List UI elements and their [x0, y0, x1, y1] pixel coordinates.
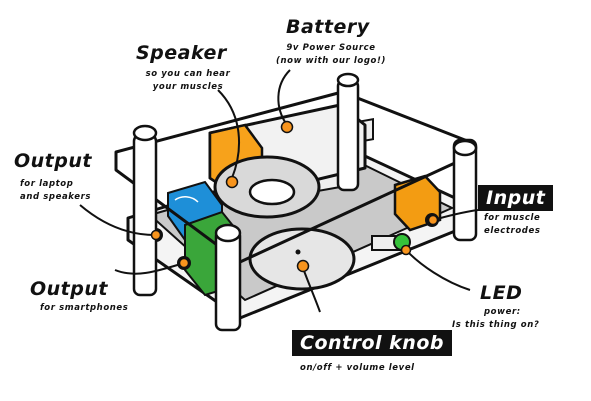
- speaker-title: Speaker: [136, 42, 227, 64]
- output-laptop-title: Output: [14, 150, 92, 172]
- control-knob-title: Control knob: [292, 330, 452, 356]
- speaker-line2: your muscles: [118, 81, 258, 93]
- output-phone-title: Output: [30, 278, 108, 300]
- led-line2: Is this thing on?: [452, 319, 539, 331]
- speaker-line1: so you can hear: [118, 68, 258, 80]
- led-line1: power:: [484, 306, 521, 318]
- battery-title: Battery: [286, 16, 370, 38]
- input-line2: electrodes: [484, 225, 541, 237]
- battery-line1: 9v Power Source: [256, 42, 406, 54]
- input-line1: for muscle: [484, 212, 540, 224]
- control-knob-line1: on/off + volume level: [300, 362, 415, 374]
- output-laptop-line1: for laptop: [20, 178, 73, 190]
- control-knob: [250, 229, 354, 289]
- output-phone-line1: for smartphones: [40, 302, 128, 314]
- input-title: Input: [478, 185, 553, 211]
- led-title: LED: [480, 282, 522, 304]
- output-laptop-line2: and speakers: [20, 191, 91, 203]
- speaker-center: [250, 180, 294, 204]
- battery-line2: (now with our logo!): [244, 55, 418, 67]
